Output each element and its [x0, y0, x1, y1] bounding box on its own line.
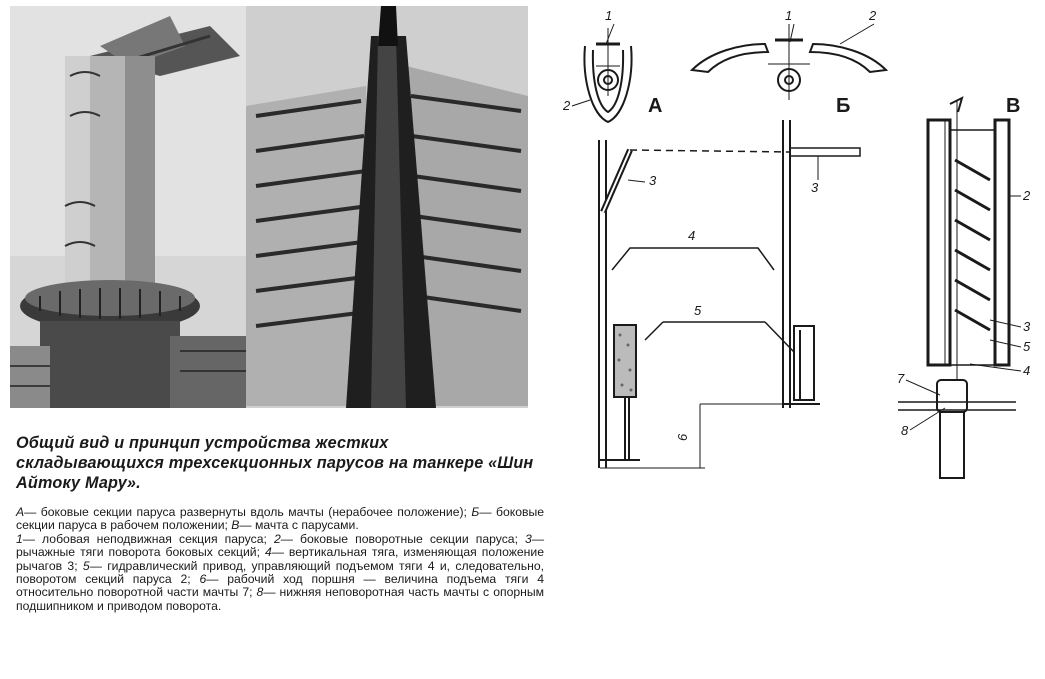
legend-text-b: — боковые секции паруса в рабочем положе…: [16, 505, 545, 533]
legend-num-1: 1: [16, 531, 23, 546]
plan-b-outline: [689, 42, 770, 74]
legend-item-2: — боковые поворотные секции паруса;: [280, 531, 518, 546]
label-4: 4: [688, 228, 695, 243]
legend-num-6: 6: [199, 572, 207, 587]
label-1-b: 1: [785, 8, 792, 23]
label-6: 6: [675, 433, 690, 441]
plan-a-outline: [583, 45, 633, 124]
legend-item-8: — нижняя неповоротная часть мачты с опор…: [16, 585, 544, 613]
panel-letter-b: Б: [836, 95, 850, 117]
legend-item-6: — рабочий ход поршня — величина подъема …: [16, 572, 544, 600]
legend-text-v: — мачта с парусами.: [239, 518, 359, 533]
legend-parts: 1— лобовая неподвижная секция паруса; 2—…: [16, 531, 545, 613]
label-2-a: 2: [562, 98, 571, 113]
legend-num-3: 3: [525, 531, 532, 546]
label-8: 8: [901, 423, 909, 438]
legend-item-3: — рычажные тяги поворота боковых секций;: [16, 531, 545, 560]
label-1-a: 1: [605, 8, 612, 23]
panel-letter-v: В: [1006, 95, 1020, 117]
photo-sails-from-below: [246, 6, 528, 408]
legend-key-v: В: [231, 518, 240, 533]
legend-num-8: 8: [256, 585, 264, 600]
label-2-b: 2: [868, 8, 877, 23]
legend-num-2: 2: [273, 531, 281, 546]
photo-mast-base: [10, 6, 246, 408]
figure-legend: А— боковые секции паруса развернуты вдол…: [16, 505, 545, 613]
diagram-mechanism: 1 2 1 2 3 3 4 5 6 2 3 5 4 7 8 А Б В: [562, 8, 1031, 479]
legend-item-4: — вертикальная тяга, изменяющая положени…: [16, 545, 544, 573]
legend-item-1: — лобовая неподвижная секция паруса;: [22, 531, 267, 546]
label-3-a: 3: [649, 173, 657, 188]
legend-panels: А— боковые секции паруса развернуты вдол…: [16, 505, 545, 533]
label-3-b: 3: [811, 180, 819, 195]
label-7: 7: [897, 371, 905, 386]
legend-num-4: 4: [264, 545, 272, 560]
legend-key-a: А: [16, 505, 25, 519]
label-5-v: 5: [1023, 339, 1031, 354]
legend-item-5: — гидравлический привод, управляющий под…: [16, 558, 544, 587]
figure-caption: Общий вид и принцип устройства жестких с…: [16, 434, 534, 492]
legend-text-a: — боковые секции паруса развернуты вдоль…: [24, 505, 467, 519]
legend-num-5: 5: [82, 558, 90, 573]
label-3-v: 3: [1023, 319, 1031, 334]
label-2-v: 2: [1022, 188, 1031, 203]
label-5: 5: [694, 303, 702, 318]
panel-letter-a: А: [648, 95, 662, 117]
label-4-v: 4: [1023, 363, 1030, 378]
legend-key-b: Б: [471, 505, 480, 519]
